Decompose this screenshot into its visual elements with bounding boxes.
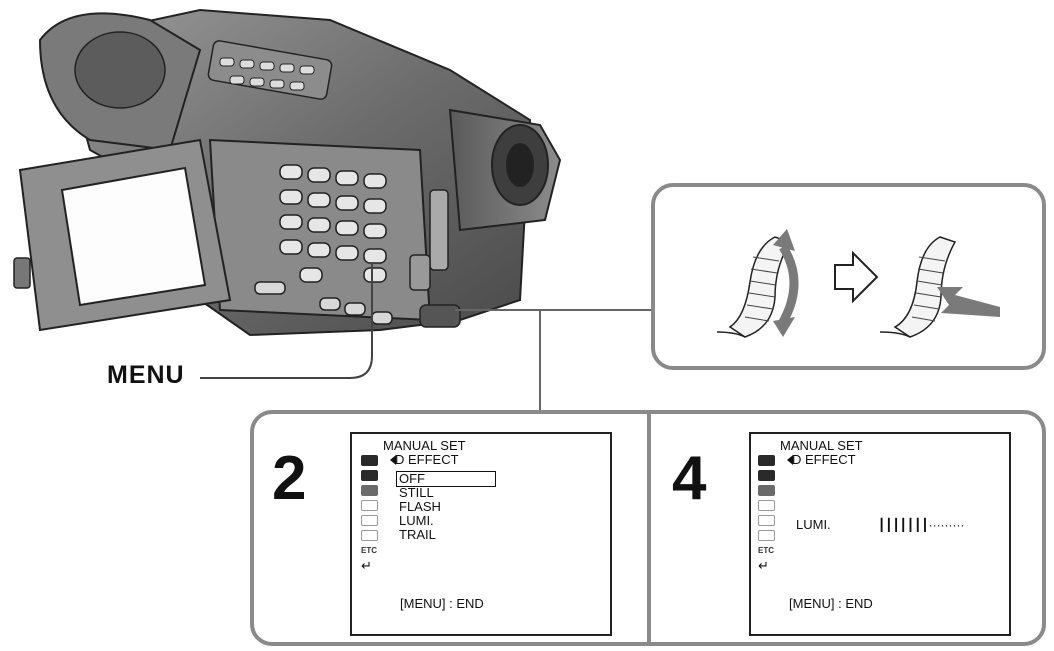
memory-set-icon <box>758 500 775 511</box>
lcd-screen <box>60 166 207 307</box>
menu-callout-line <box>200 262 373 379</box>
dial-turn-icon <box>716 229 799 338</box>
step-2-number: 2 <box>272 444 307 513</box>
step-2-screen: MANUAL SET D EFFECT ETC ↵ OFF STILL FLAS… <box>350 432 612 636</box>
dial-operation-panel <box>651 183 1046 370</box>
submenu-arrow-icon <box>787 455 793 465</box>
parameter-label: LUMI. <box>796 517 831 532</box>
etc-icon: ETC <box>361 546 377 555</box>
side-buttons <box>279 164 387 283</box>
dial-diagram <box>716 229 1000 338</box>
memory-set-icon <box>361 500 378 511</box>
screen-header: MANUAL SET <box>383 438 466 453</box>
option-item: STILL <box>399 485 434 500</box>
dial-press-icon <box>879 236 1000 338</box>
etc-icon: ETC <box>758 546 774 555</box>
camera-set-icon <box>361 455 378 466</box>
step-4-screen: MANUAL SET D EFFECT ETC ↵ LUMI. ┃┃┃┃┃┃┃·… <box>749 432 1011 636</box>
screen-submenu: D EFFECT <box>395 452 459 467</box>
tape-set-icon <box>361 530 378 541</box>
menu-icon-column: ETC ↵ <box>758 455 775 575</box>
rotate-arrow-icon <box>779 244 799 325</box>
press-arrow-icon <box>937 287 1000 317</box>
cm-set-icon <box>361 515 378 526</box>
return-icon: ↵ <box>758 558 769 573</box>
tape-set-icon <box>758 530 775 541</box>
level-meter: ┃┃┃┃┃┃┃········· <box>878 518 965 532</box>
screen-header: MANUAL SET <box>780 438 863 453</box>
screen-submenu: D EFFECT <box>792 452 856 467</box>
option-item: OFF <box>399 471 425 486</box>
top-button-strip <box>207 40 333 100</box>
menu-callout-label: MENU <box>107 361 185 389</box>
next-arrow-icon <box>834 250 879 304</box>
option-item: TRAIL <box>399 527 436 542</box>
camera-set-icon <box>758 455 775 466</box>
option-item: FLASH <box>399 499 441 514</box>
option-item: LUMI. <box>399 513 434 528</box>
steps-divider <box>647 411 651 645</box>
screen-footer: [MENU] : END <box>789 596 873 611</box>
return-icon: ↵ <box>361 558 372 573</box>
step-4-number: 4 <box>672 444 707 513</box>
cm-set-icon <box>758 515 775 526</box>
menu-icon-column: ETC ↵ <box>361 455 378 575</box>
lcd-set-icon <box>758 485 775 496</box>
bottom-buttons <box>254 281 393 325</box>
lcd-set-icon <box>361 485 378 496</box>
vcr-set-icon <box>361 470 378 481</box>
submenu-arrow-icon <box>390 455 396 465</box>
vcr-set-icon <box>758 470 775 481</box>
screen-footer: [MENU] : END <box>400 596 484 611</box>
selection-highlight <box>396 471 496 487</box>
